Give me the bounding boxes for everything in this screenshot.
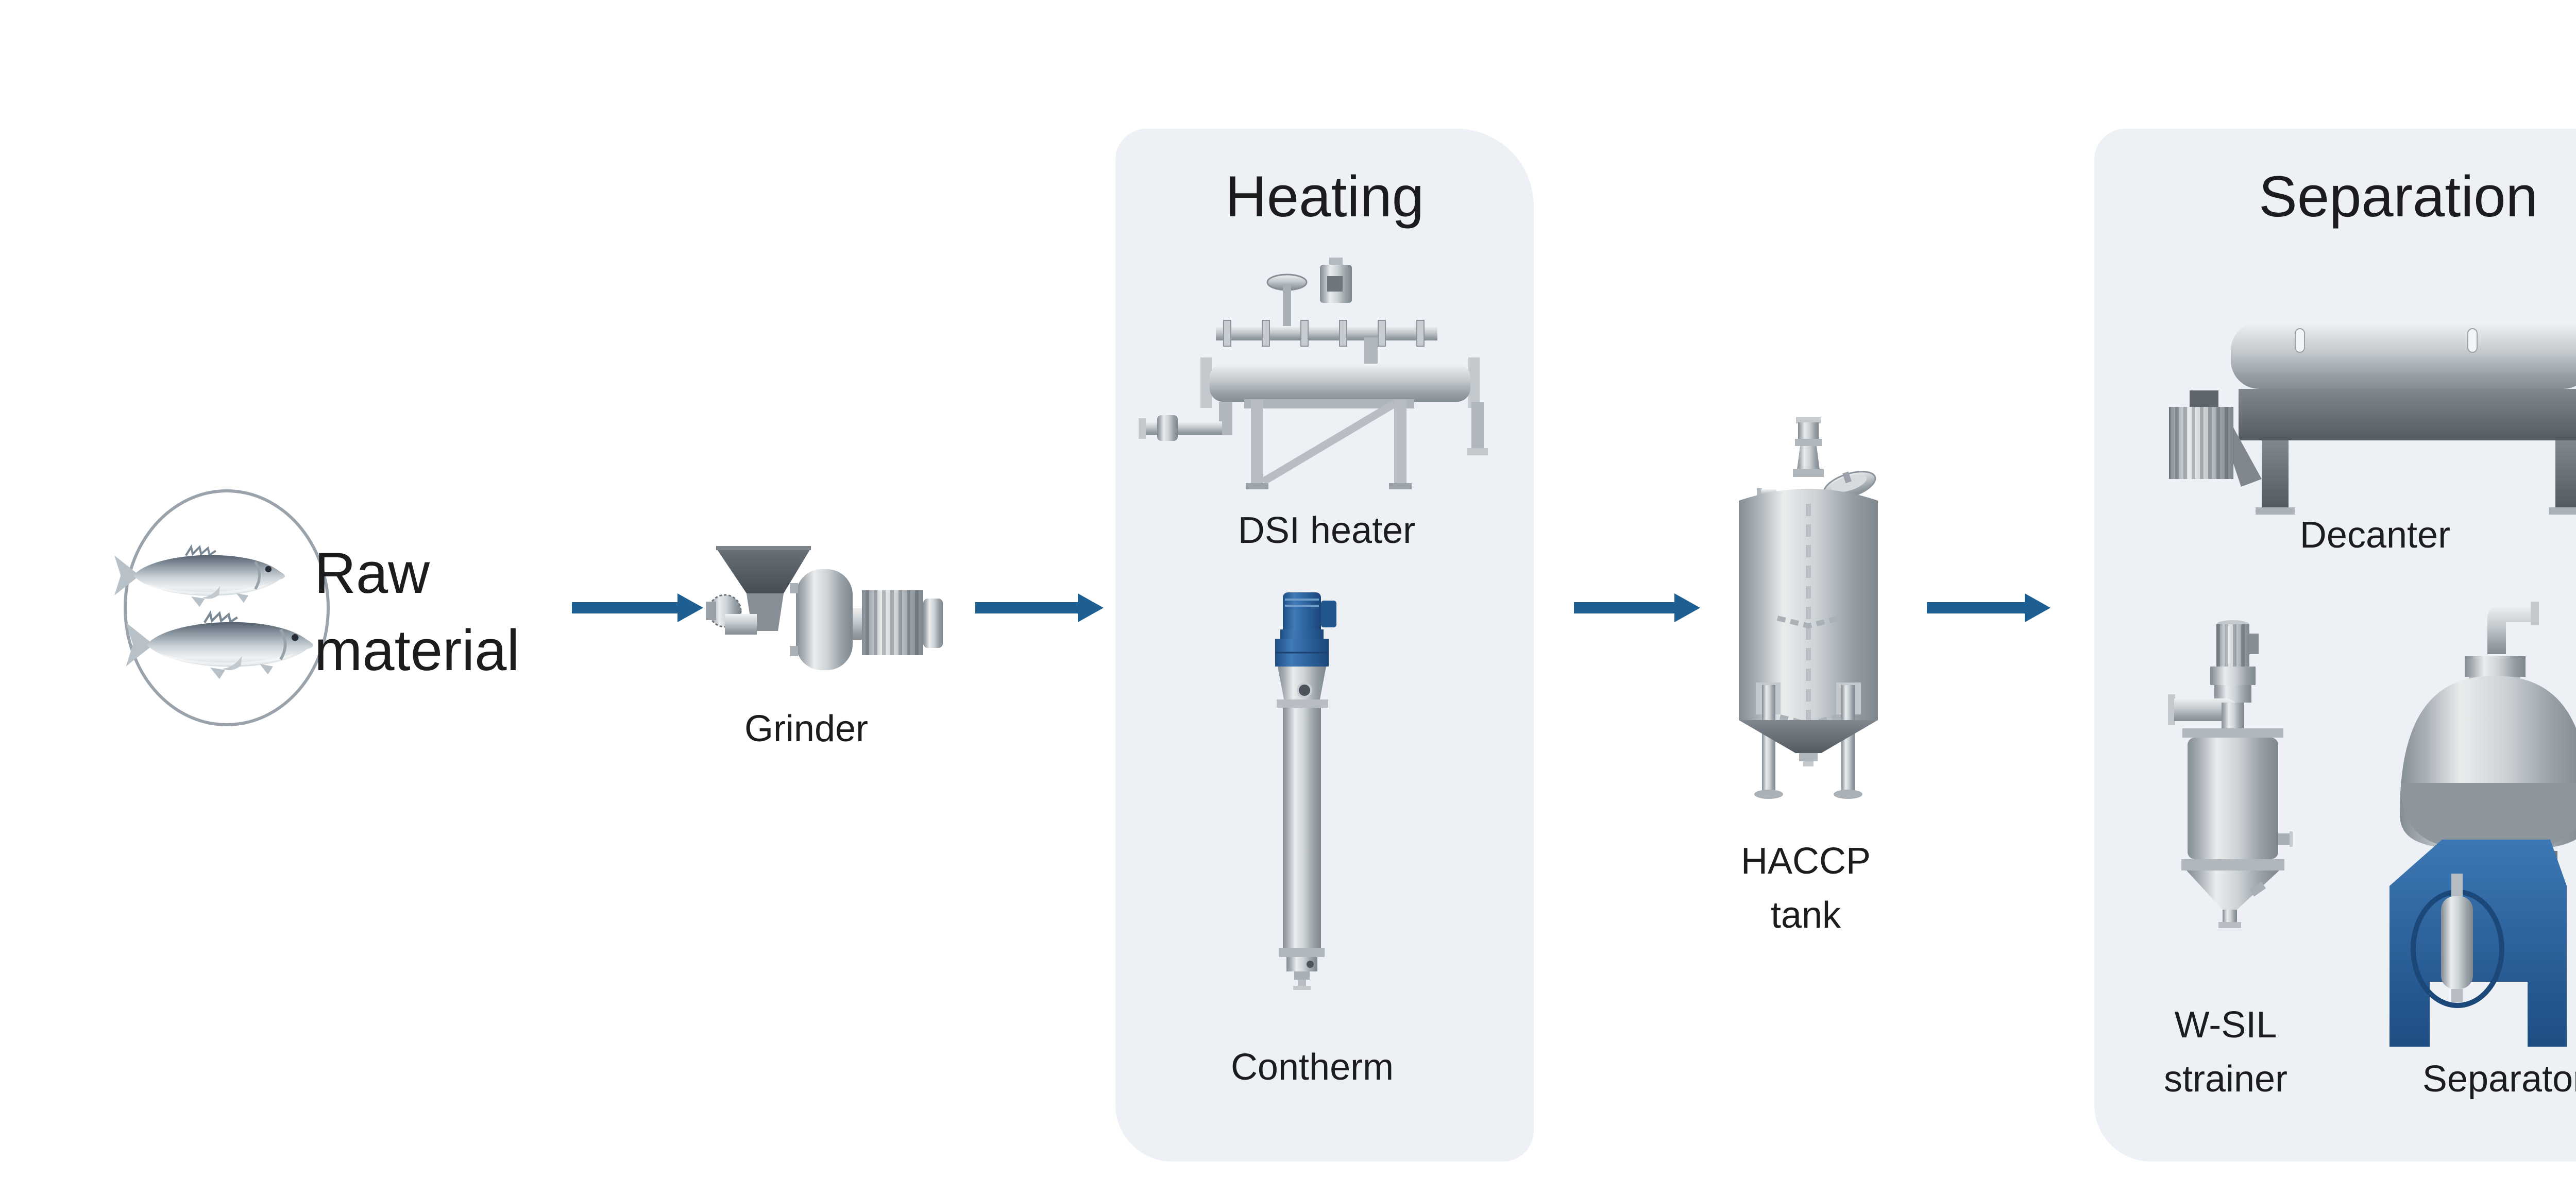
haccp-tank-icon xyxy=(1739,417,1878,799)
flow-arrow-heating-to-haccp xyxy=(1574,593,1700,622)
haccp-tank-label: HACCP tank xyxy=(1713,834,1899,943)
wsil-strainer-label: W-SIL strainer xyxy=(2123,998,2329,1106)
raw-material-line2: material xyxy=(314,618,520,682)
contherm-icon xyxy=(1275,592,1336,990)
grinder-icon xyxy=(706,546,943,670)
flow-arrow-raw-to-grinder xyxy=(572,593,703,622)
dsi-heater-label: DSI heater xyxy=(1238,510,1416,551)
wsil-line2: strainer xyxy=(2163,1059,2288,1100)
separation-title: Separation xyxy=(2259,164,2538,229)
heating-title: Heating xyxy=(1225,164,1425,229)
dsi-heater-icon xyxy=(1139,258,1488,489)
decanter-icon xyxy=(2169,322,2576,515)
arrow-shaft xyxy=(1574,602,1674,613)
flow-arrow-haccp-to-separation xyxy=(1927,593,2050,622)
fish-icon xyxy=(103,541,345,680)
contherm-label: Contherm xyxy=(1230,1047,1394,1088)
arrow-head-icon xyxy=(1674,593,1700,622)
separator-label: Separator xyxy=(2422,1059,2576,1100)
arrow-head-icon xyxy=(1078,593,1104,622)
raw-material-label: Raw material xyxy=(314,535,519,689)
wsil-strainer-icon xyxy=(2168,620,2293,928)
arrow-head-icon xyxy=(2025,593,2050,622)
arrow-shaft xyxy=(1927,602,2025,613)
separator-icon xyxy=(2389,602,2576,1047)
decanter-label: Decanter xyxy=(2299,515,2451,556)
raw-material-line1: Raw xyxy=(314,541,430,605)
raw-material-ellipse xyxy=(124,489,330,726)
haccp-line2: tank xyxy=(1770,895,1841,936)
wsil-line1: W-SIL xyxy=(2174,1004,2277,1046)
arrow-head-icon xyxy=(677,593,703,622)
arrow-shaft xyxy=(975,602,1078,613)
haccp-line1: HACCP xyxy=(1740,841,1871,882)
arrow-shaft xyxy=(572,602,677,613)
grinder-label: Grinder xyxy=(744,708,869,749)
flow-arrow-grinder-to-heating xyxy=(975,593,1104,622)
